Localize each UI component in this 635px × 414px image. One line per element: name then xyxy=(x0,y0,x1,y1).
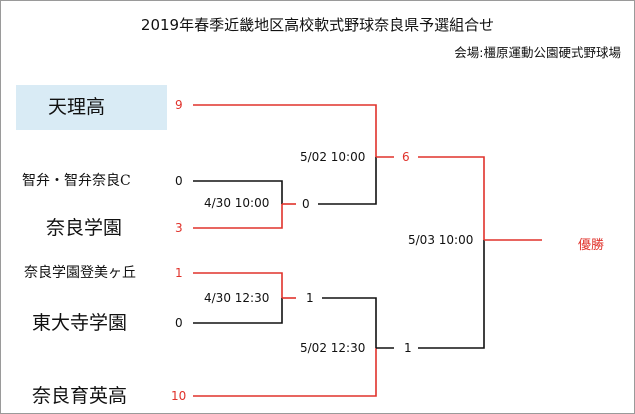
match-datetime: 4/30 12:30 xyxy=(204,291,270,305)
seed-team-box: 天理高 xyxy=(16,85,167,130)
match-score: 6 xyxy=(402,150,410,164)
team-score: 3 xyxy=(175,221,183,235)
line-r1a-bottom xyxy=(193,204,283,229)
match-datetime: 5/02 10:00 xyxy=(300,150,366,164)
team-score: 0 xyxy=(175,174,183,188)
team-name: 奈良学園 xyxy=(46,217,123,239)
team-score: 9 xyxy=(175,98,183,112)
team-name: 奈良学園登美ヶ丘 xyxy=(24,265,136,281)
team-score: 10 xyxy=(171,389,187,403)
line-sf1-top xyxy=(193,104,377,157)
team-name: 天理高 xyxy=(48,96,106,118)
team-name: 奈良育英高 xyxy=(32,385,128,407)
team-name: 智弁・智弁奈良C xyxy=(22,173,131,189)
line-r1b-bottom xyxy=(193,298,283,324)
team-score: 1 xyxy=(175,266,183,280)
line-r1a-adv xyxy=(318,157,377,205)
team-name: 東大寺学園 xyxy=(32,312,128,334)
team-score: 0 xyxy=(175,316,183,330)
match-score: 1 xyxy=(306,291,314,305)
match-score: 1 xyxy=(404,341,412,355)
line-r1b-adv xyxy=(322,297,377,348)
line-sf1-adv xyxy=(418,156,485,240)
line-sf2-bottom xyxy=(193,348,377,397)
line-sf2-adv xyxy=(418,240,485,349)
match-datetime: 5/03 10:00 xyxy=(408,233,474,247)
winner-label: 優勝 xyxy=(578,238,605,253)
match-score: 0 xyxy=(302,197,310,211)
match-datetime: 5/02 12:30 xyxy=(300,341,366,355)
line-r1b-top xyxy=(193,272,283,298)
page-title: 2019年春季近畿地区高校軟式野球奈良県予選組合せ xyxy=(140,16,495,34)
venue-label: 会場:橿原運動公園硬式野球場 xyxy=(454,45,621,60)
match-datetime: 4/30 10:00 xyxy=(204,196,270,210)
line-r1a-top xyxy=(193,180,283,204)
